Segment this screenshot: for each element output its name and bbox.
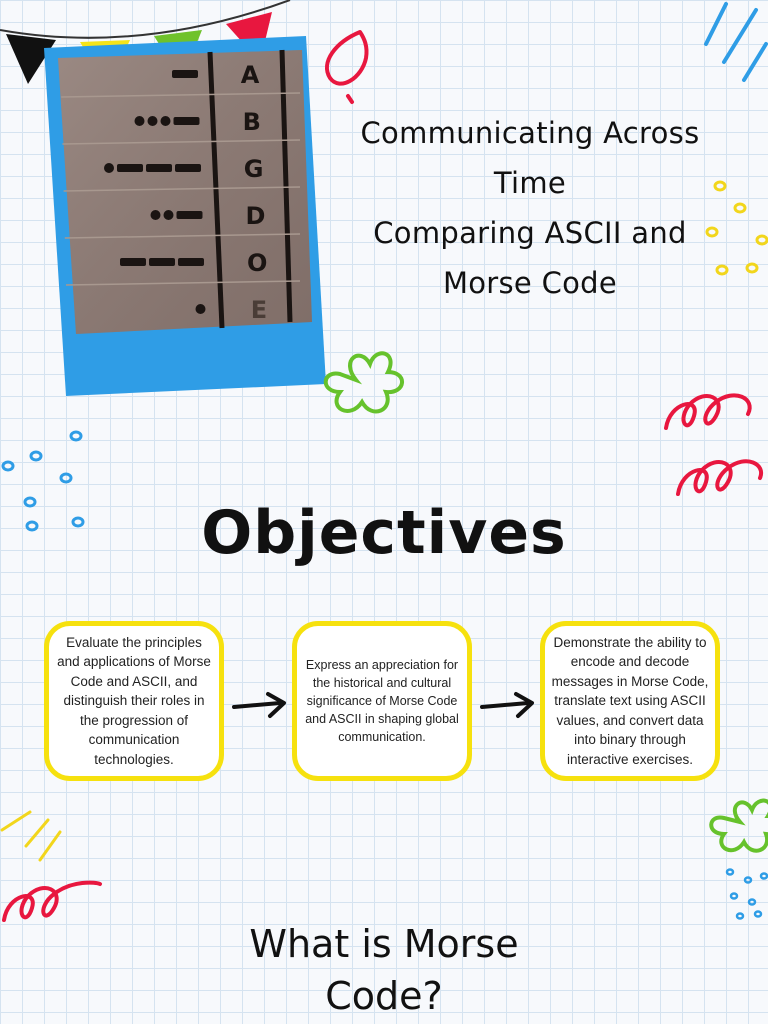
morse-letter: D — [245, 202, 265, 230]
circles-doodle-blue-left — [1, 430, 85, 532]
morse-dash — [173, 117, 200, 125]
morse-dash — [176, 211, 203, 219]
objectives-heading: Objectives — [201, 498, 567, 568]
title-line: Time — [493, 166, 567, 200]
objective-box-1: Evaluate the principles and applications… — [44, 621, 224, 781]
morse-dot — [147, 116, 158, 126]
objective-box-3: Demonstrate the ability to encode and de… — [540, 621, 720, 781]
stripes-doodle-blue — [704, 2, 768, 82]
morse-letter: G — [244, 155, 264, 183]
morse-dash — [117, 164, 143, 172]
title-line: Morse Code — [442, 266, 618, 300]
objective-text: Express an appreciation for the historic… — [305, 658, 459, 744]
title-line: Communicating Across — [360, 116, 700, 150]
flower-doodle-green-2 — [709, 798, 768, 853]
morse-letter: O — [247, 249, 267, 277]
flower-doodle-green — [323, 351, 404, 414]
stripes-doodle-yellow — [0, 810, 62, 862]
morse-dash — [149, 258, 175, 266]
morse-dot — [160, 116, 171, 126]
morse-dash — [178, 258, 204, 266]
morse-dot — [150, 210, 161, 220]
objective-text: Demonstrate the ability to encode and de… — [551, 634, 709, 767]
morse-dash — [175, 164, 201, 172]
morse-dot — [134, 116, 145, 126]
circles-doodle-yellow — [705, 180, 768, 276]
arrow-right-icon — [232, 692, 286, 718]
raindrop-doodle — [324, 30, 369, 86]
objective-box-2: Express an appreciation for the historic… — [292, 621, 472, 781]
bunting-flag-black — [6, 34, 56, 84]
loop-doodle-red-1 — [664, 393, 752, 430]
dots-doodle-blue-right — [725, 868, 768, 920]
photo-divider-line — [279, 49, 293, 323]
morse-dash — [172, 70, 198, 78]
morse-dash — [146, 164, 172, 172]
morse-dash — [120, 258, 146, 266]
morse-dot — [104, 163, 114, 173]
page-title: Communicating Across Time Comparing ASCI… — [330, 108, 730, 308]
loop-doodle-red-3 — [2, 880, 102, 922]
loop-doodle-red-2 — [676, 459, 764, 496]
morse-question-heading: What is Morse Code? — [0, 918, 768, 1022]
title-line: Comparing ASCII and — [373, 216, 687, 250]
arrow-right-icon — [480, 692, 534, 718]
morse-dot — [163, 210, 174, 220]
morse-dot — [195, 304, 206, 314]
question-line: What is Morse — [249, 922, 519, 966]
question-line: Code? — [325, 974, 443, 1018]
morse-letter: E — [251, 296, 267, 324]
morse-letter: A — [241, 61, 260, 89]
morse-letter: B — [243, 108, 261, 136]
objective-text: Evaluate the principles and applications… — [57, 634, 211, 767]
